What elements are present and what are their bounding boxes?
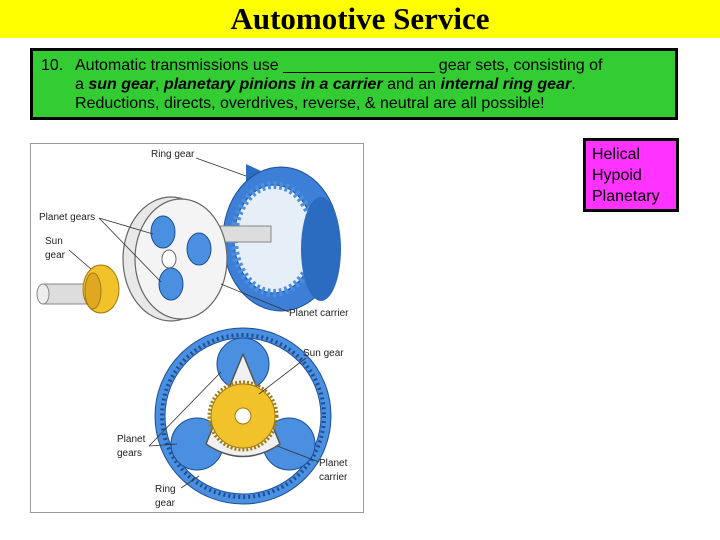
answer-options-box: Helical Hypoid Planetary xyxy=(583,138,679,212)
question-text-2a: a xyxy=(75,76,89,93)
question-number: 10. xyxy=(41,57,64,74)
label-ring-gear: Ring gear xyxy=(151,149,195,160)
term-sun-gear: sun gear xyxy=(88,76,156,93)
slide-title: Automotive Service xyxy=(230,1,490,36)
planet-carrier xyxy=(122,196,228,322)
label-carrier-bottom-2: carrier xyxy=(319,472,348,483)
question-box: 10. Automatic transmissions use _________… xyxy=(30,48,678,120)
question-text-1: Automatic transmissions use ____________… xyxy=(75,57,603,74)
label-planet-carrier: Planet carrier xyxy=(289,308,349,319)
label-ring-bottom-2: gear xyxy=(155,498,176,509)
sun-gear-assembly xyxy=(36,264,120,314)
label-planet-gears: Planet gears xyxy=(39,212,95,223)
question-text-2c: and an xyxy=(382,76,441,93)
label-carrier-bottom-1: Planet xyxy=(319,458,348,469)
label-sun-2: gear xyxy=(45,250,66,261)
question-line-2: a sun gear, planetary pinions in a carri… xyxy=(41,75,667,94)
planetary-gear-figure: Ring gear Planet gears Sun gear Planet c… xyxy=(30,143,364,513)
answer-option-2: Hypoid xyxy=(592,167,642,184)
question-text-2d: . xyxy=(571,76,576,93)
label-planet-bottom-2: gears xyxy=(117,448,142,459)
label-ring-bottom-1: Ring xyxy=(155,484,176,495)
label-sun-gear-bottom: Sun gear xyxy=(303,348,344,359)
term-planetary-pinions: planetary pinions in a carrier xyxy=(163,76,383,93)
answer-option-1: Helical xyxy=(592,146,641,163)
label-sun-1: Sun xyxy=(45,236,63,247)
sun-gear-section xyxy=(207,380,279,452)
question-text-2b: , xyxy=(155,76,164,93)
planetary-gear-illustration: Ring gear Planet gears Sun gear Planet c… xyxy=(36,149,349,509)
question-line-1: 10. Automatic transmissions use _________… xyxy=(41,56,667,75)
answer-option-3: Planetary xyxy=(592,188,660,205)
ring-gear-drum xyxy=(222,164,341,312)
question-line-3: Reductions, directs, overdrives, reverse… xyxy=(75,95,545,112)
label-planet-bottom-1: Planet xyxy=(117,434,146,445)
title-bar: Automotive Service xyxy=(0,0,720,38)
planet-gears-section xyxy=(170,337,316,471)
term-ring-gear: internal ring gear xyxy=(440,76,572,93)
